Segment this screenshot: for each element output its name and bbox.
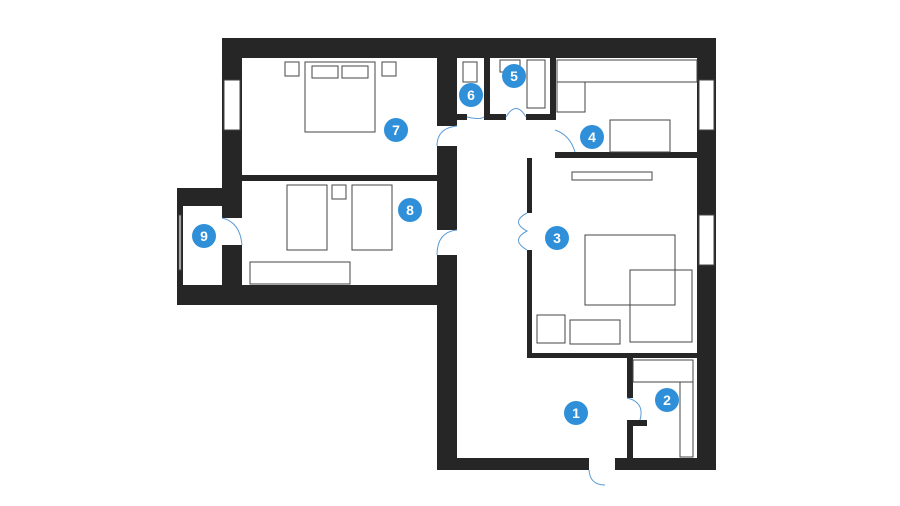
- nightstand: [381, 61, 397, 77]
- single-bed: [351, 184, 393, 251]
- double-bed: [304, 61, 376, 133]
- nightstand: [284, 61, 300, 77]
- toilet: [462, 61, 478, 83]
- room-badges: 1 2 3 4 5 6 7 8 9: [192, 64, 679, 425]
- bathtub: [526, 59, 546, 109]
- room-badge-2: 2: [655, 388, 679, 412]
- tv-stand: [571, 171, 653, 181]
- walls: [177, 38, 716, 470]
- windows: [178, 79, 715, 271]
- svg-text:9: 9: [200, 228, 208, 244]
- room-badge-7: 7: [384, 118, 408, 142]
- room-badge-9: 9: [192, 224, 216, 248]
- room-badge-4: 4: [580, 125, 604, 149]
- corner-sofa: [629, 269, 693, 343]
- wardrobe: [249, 261, 351, 285]
- room-badge-6: 6: [459, 83, 483, 107]
- svg-text:6: 6: [467, 87, 475, 103]
- svg-text:1: 1: [572, 405, 580, 421]
- nightstand: [331, 184, 347, 200]
- svg-text:7: 7: [392, 122, 400, 138]
- furniture: [249, 59, 698, 458]
- stove: [556, 81, 586, 113]
- counter: [556, 59, 698, 83]
- svg-text:5: 5: [510, 68, 518, 84]
- single-bed: [286, 184, 328, 251]
- svg-text:2: 2: [663, 392, 671, 408]
- svg-text:4: 4: [588, 129, 596, 145]
- svg-text:3: 3: [553, 230, 561, 246]
- room-badge-1: 1: [564, 401, 588, 425]
- dining-table: [609, 119, 671, 153]
- shelf: [679, 381, 694, 458]
- shelf: [632, 359, 694, 383]
- room-badge-5: 5: [502, 64, 526, 88]
- room-badge-8: 8: [398, 198, 422, 222]
- plant: [536, 314, 566, 344]
- doors: [221, 108, 642, 486]
- svg-text:8: 8: [406, 202, 414, 218]
- armchair: [569, 319, 621, 345]
- room-badge-3: 3: [545, 226, 569, 250]
